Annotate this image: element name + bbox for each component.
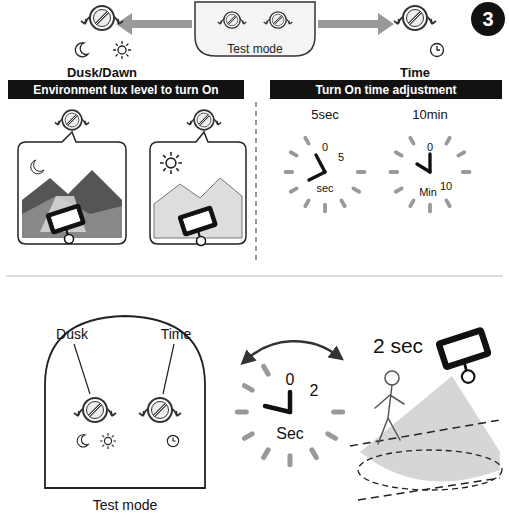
dial-number: 0 — [427, 142, 433, 153]
dial-number: Sec — [276, 426, 304, 442]
part-label: Dusk — [56, 327, 88, 341]
dial-number: Min — [419, 187, 437, 198]
part-label: 5sec — [311, 108, 338, 121]
part-label: Test mode — [93, 498, 158, 512]
dial-number: 2 — [310, 383, 319, 399]
node-label: Test mode — [227, 43, 282, 55]
part-label: 10min — [412, 108, 447, 121]
header-band: Turn On time adjustment — [270, 80, 502, 99]
part-label: 2 sec — [373, 335, 423, 356]
dial-number: 0 — [286, 372, 295, 388]
part-label: Time — [161, 327, 192, 341]
part-label: Time — [400, 66, 430, 79]
dial-number: sec — [316, 183, 333, 194]
clock-face: 0 10Min — [388, 130, 472, 214]
test-mode-box: Test mode — [192, 0, 318, 58]
band-title: Turn On time adjustment — [315, 84, 456, 96]
step-badge: 3 — [471, 2, 505, 36]
band-title: Environment lux level to turn On — [33, 84, 218, 96]
dial-number: 10 — [440, 181, 452, 192]
clock-face: 05 sec — [283, 130, 367, 214]
dial-number: 0 — [322, 142, 328, 153]
dial-number: 5 — [338, 152, 344, 163]
clock-face: 02Sec — [234, 356, 346, 468]
header-band: Environment lux level to turn On — [8, 80, 244, 99]
node-label: 3 — [482, 9, 493, 29]
part-label: Dusk/Dawn — [67, 66, 137, 79]
